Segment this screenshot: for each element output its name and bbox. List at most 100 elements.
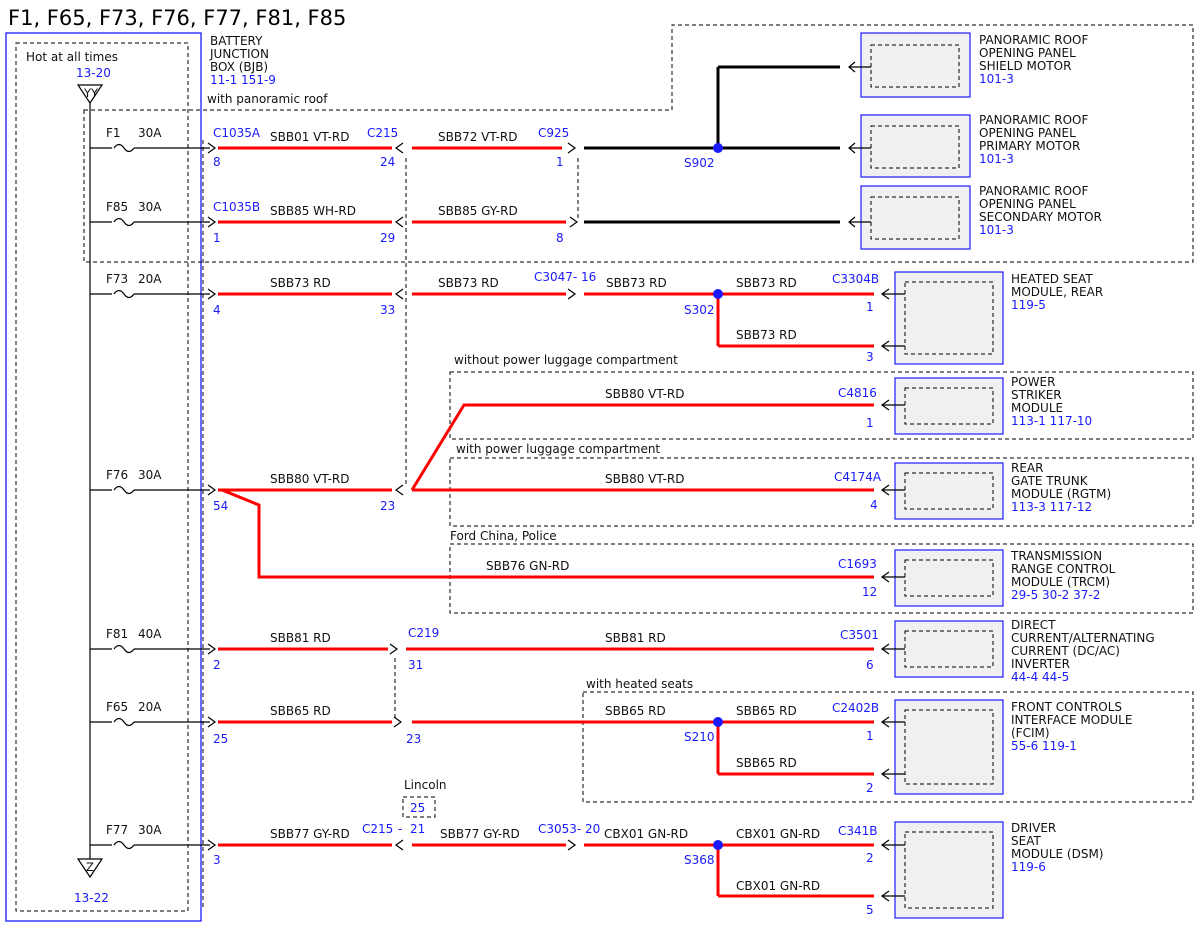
wire-label-w23: CBX01 GN-RD bbox=[736, 827, 820, 841]
conn-c1693: C1693 bbox=[838, 557, 877, 571]
hot-at-all-times-label: Hot at all times bbox=[26, 50, 118, 64]
module-secondary-line2: OPENING PANEL bbox=[979, 197, 1076, 211]
fuse-f76-name: F76 bbox=[106, 468, 128, 482]
module-inverter-line1: DIRECT bbox=[1011, 618, 1056, 632]
fuse-f76-icon bbox=[113, 485, 135, 495]
wire-label-w15: SBB81 RD bbox=[605, 631, 666, 645]
module-rgtm bbox=[894, 462, 1004, 520]
module-shield-motor bbox=[860, 32, 971, 98]
fuse-f73-icon bbox=[113, 289, 135, 299]
wire-label-w18: SBB65 RD bbox=[736, 704, 797, 718]
fuse-f77-icon bbox=[113, 840, 135, 850]
pin-25a: 25 bbox=[213, 732, 228, 746]
module-striker-ref: 113-1 117-10 bbox=[1011, 414, 1092, 428]
conn-c925: C925 bbox=[538, 126, 569, 140]
pin-25b: 25 bbox=[410, 801, 425, 815]
pin-23b: 23 bbox=[406, 732, 421, 746]
module-rgtm-line3: MODULE (RGTM) bbox=[1011, 487, 1111, 501]
panoramic-roof-region bbox=[83, 24, 1194, 263]
fuse-f73-rating: 20A bbox=[138, 272, 162, 286]
pin-8a: 8 bbox=[213, 155, 221, 169]
pin-3b: 3 bbox=[213, 853, 221, 867]
pin-20: 20 bbox=[585, 822, 600, 836]
fuse-f85-name: F85 bbox=[106, 200, 128, 214]
module-trcm bbox=[894, 549, 1004, 607]
wire-label-w6: SBB73 RD bbox=[438, 276, 499, 290]
conn-c215b: C215 bbox=[362, 822, 393, 836]
module-dsm-ref: 119-6 bbox=[1011, 860, 1046, 874]
svg-text:-: - bbox=[577, 822, 581, 836]
fuse-f85-rating: 30A bbox=[138, 200, 162, 214]
pin-54: 54 bbox=[213, 499, 228, 513]
module-rgtm-ref: 113-3 117-12 bbox=[1011, 500, 1092, 514]
fuse-f1-name: F1 bbox=[106, 126, 121, 140]
fuse-f1-rating: 30A bbox=[138, 126, 162, 140]
splice-s368: S368 bbox=[684, 853, 715, 867]
module-trcm-line2: RANGE CONTROL bbox=[1011, 562, 1116, 576]
pin-12: 12 bbox=[862, 585, 877, 599]
module-trcm-line3: MODULE (TRCM) bbox=[1011, 575, 1110, 589]
conn-c4816: C4816 bbox=[838, 386, 877, 400]
no-power-luggage-region bbox=[449, 371, 1194, 440]
pin-4a: 4 bbox=[213, 303, 221, 317]
module-fcim-line2: INTERFACE MODULE bbox=[1011, 713, 1132, 727]
module-secondary-line3: SECONDARY MOTOR bbox=[979, 210, 1102, 224]
bjb-box bbox=[5, 32, 202, 922]
svg-text:-: - bbox=[573, 270, 577, 284]
wire-label-w12: SBB80 VT-RD bbox=[605, 472, 685, 486]
bjb-top-ref: 13-20 bbox=[76, 66, 111, 80]
module-rgtm-line1: REAR bbox=[1011, 461, 1043, 475]
diagram-title: F1, F65, F73, F76, F77, F81, F85 bbox=[8, 6, 346, 30]
splice-s210: S210 bbox=[684, 730, 715, 744]
module-inverter-line4: INVERTER bbox=[1011, 657, 1070, 671]
module-striker-line2: STRIKER bbox=[1011, 388, 1062, 402]
fuse-f81-name: F81 bbox=[106, 627, 128, 641]
wire-label-w7: SBB73 RD bbox=[606, 276, 667, 290]
splice-s210-dot bbox=[713, 717, 723, 727]
fuse-f81-rating: 40A bbox=[138, 627, 162, 641]
module-inverter bbox=[894, 620, 1004, 678]
wire-label-w8: SBB73 RD bbox=[736, 276, 797, 290]
pin-24: 24 bbox=[380, 155, 395, 169]
wire-sbb76 bbox=[221, 488, 874, 579]
pin-2c: 2 bbox=[866, 851, 874, 865]
module-primary-line2: OPENING PANEL bbox=[979, 126, 1076, 140]
module-heated-line1: HEATED SEAT bbox=[1011, 272, 1093, 286]
wire-label-w19: SBB65 RD bbox=[736, 756, 797, 770]
wire-sbb80-striker bbox=[410, 403, 874, 491]
module-inverter-ref: 44-4 44-5 bbox=[1011, 670, 1069, 684]
module-primary-line1: PANORAMIC ROOF bbox=[979, 113, 1088, 127]
wire-label-w20: SBB77 GY-RD bbox=[270, 827, 350, 841]
no-power-luggage-label: without power luggage compartment bbox=[454, 353, 678, 367]
module-primary-motor bbox=[860, 114, 971, 178]
fuse-f65-rating: 20A bbox=[138, 700, 162, 714]
splice-s368-dot bbox=[713, 840, 723, 850]
pin-1d: 1 bbox=[866, 416, 874, 430]
heated-seats-region bbox=[582, 691, 1194, 803]
module-shield-line1: PANORAMIC ROOF bbox=[979, 33, 1088, 47]
lincoln-pin-box bbox=[402, 796, 436, 818]
conn-c3047: C3047 bbox=[534, 270, 573, 284]
splice-s302: S302 bbox=[684, 303, 715, 317]
fuse-f77-rating: 30A bbox=[138, 823, 162, 837]
wire-label-w14: SBB81 RD bbox=[270, 631, 331, 645]
module-dsm-line1: DRIVER bbox=[1011, 821, 1056, 835]
bus-top-symbol bbox=[76, 84, 104, 105]
panoramic-roof-label: with panoramic roof bbox=[207, 92, 328, 106]
wire-label-w17: SBB65 RD bbox=[605, 704, 666, 718]
fuse-f76-rating: 30A bbox=[138, 468, 162, 482]
pin-21: 21 bbox=[410, 822, 425, 836]
bjb-name-line1: BATTERY bbox=[210, 34, 263, 48]
wire-label-w24: CBX01 GN-RD bbox=[736, 879, 820, 893]
module-trcm-ref: 29-5 30-2 37-2 bbox=[1011, 588, 1100, 602]
conn-c3501: C3501 bbox=[840, 628, 879, 642]
fuse-f77-name: F77 bbox=[106, 823, 128, 837]
pin-1a: 1 bbox=[556, 155, 564, 169]
module-striker-line3: MODULE bbox=[1011, 401, 1063, 415]
wire-label-w22: CBX01 GN-RD bbox=[604, 827, 688, 841]
bjb-refs: 11-1 151-9 bbox=[210, 73, 276, 87]
module-secondary-motor bbox=[860, 185, 971, 250]
heated-seats-label: with heated seats bbox=[586, 677, 693, 691]
module-shield-ref: 101-3 bbox=[979, 72, 1014, 86]
wire-label-w5: SBB73 RD bbox=[270, 276, 331, 290]
